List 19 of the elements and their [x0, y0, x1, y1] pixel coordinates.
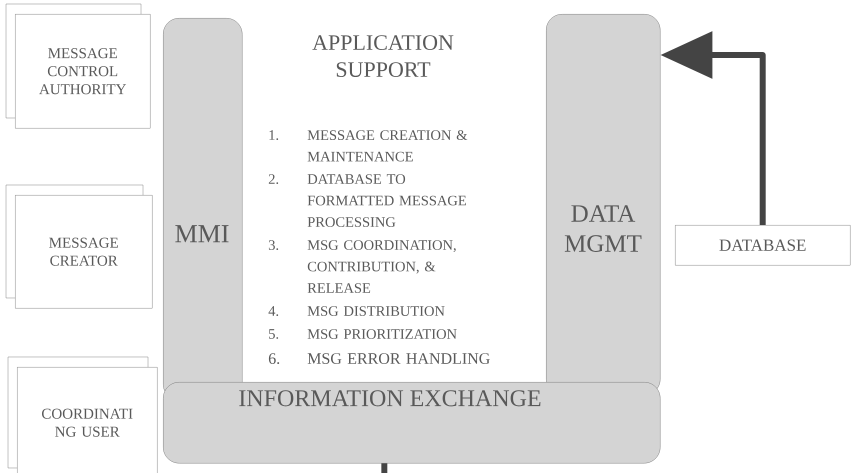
- list-item: MSG PRIORITIZATION: [308, 329, 457, 339]
- list-number: 5.: [269, 329, 278, 339]
- layer-band: INFORMATION EXCHANGE: [163, 382, 660, 464]
- list-item: DATABASE TO FORMATTED MESSAGE PROCESSING: [308, 174, 466, 227]
- list-number: 6.: [268, 353, 280, 364]
- list-item: MSG COORDINATION, CONTRIBUTION, & RELEASE: [308, 240, 456, 293]
- list-item: MSG ERROR HANDLING: [308, 353, 490, 364]
- heading: APPLICATION SUPPORT: [312, 35, 454, 77]
- list-number: 4.: [268, 306, 278, 316]
- stacked-box: MESSAGE CONTROL AUTHORITY: [6, 4, 150, 128]
- list-number: 2.: [268, 174, 278, 184]
- stacked-box: MESSAGE CREATOR: [6, 184, 152, 308]
- stacked-box: COORDINATI NG USER: [8, 356, 158, 473]
- process-box: DATABASE: [675, 225, 850, 266]
- layer-pillar: DATA MGMT: [546, 14, 660, 396]
- list-item: MSG DISTRIBUTION: [308, 306, 445, 316]
- list-number: 1.: [269, 130, 278, 140]
- list-number: 3.: [268, 240, 278, 250]
- list-item: MESSAGE CREATION & MAINTENANCE: [308, 130, 468, 162]
